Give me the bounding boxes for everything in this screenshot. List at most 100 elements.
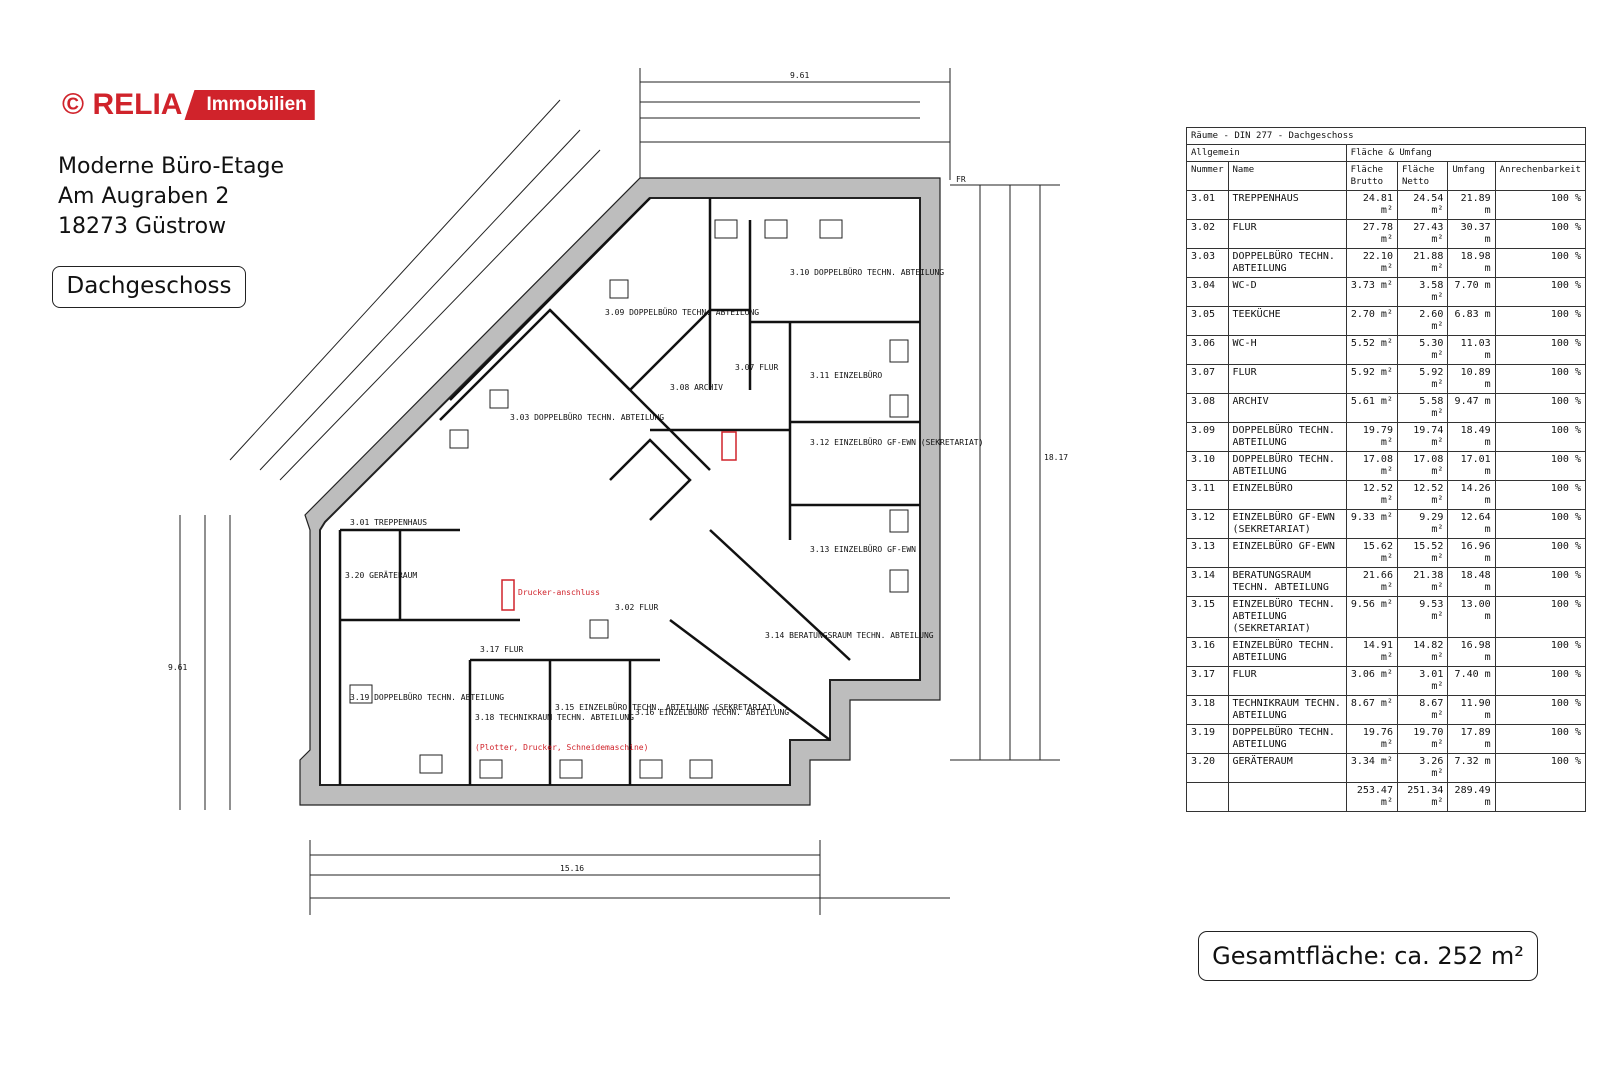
group-area: Fläche & Umfang — [1345, 144, 1587, 162]
creditability: 100 % — [1494, 393, 1587, 423]
address-line-1: Moderne Büro-Etage — [58, 154, 284, 179]
room-label-3.08: 3.08 ARCHIV — [670, 383, 723, 392]
room-number: 3.03 — [1186, 248, 1229, 278]
room-name: DOPPELBÜRO TECHN. ABTEILUNG — [1227, 724, 1347, 754]
room-label-3.03: 3.03 DOPPELBÜRO TECHN. ABTEILUNG — [510, 412, 664, 422]
room-label-3.15: 3.15 EINZELBÜRO TECHN. ABTEILUNG (SEKRET… — [555, 702, 777, 712]
room-label-3.19: 3.19 DOPPELBÜRO TECHN. ABTEILUNG — [350, 692, 504, 702]
creditability: 100 % — [1494, 480, 1587, 510]
room-name: WC-D — [1227, 277, 1347, 307]
room-number: 3.16 — [1186, 637, 1229, 667]
room-name: GERÄTERAUM — [1227, 753, 1347, 783]
perimeter: 16.96 m — [1447, 538, 1496, 568]
area-net: 5.30 m² — [1396, 335, 1449, 365]
creditability: 100 % — [1494, 753, 1587, 783]
room-label-3.09: 3.09 DOPPELBÜRO TECHN. ABTEILUNG — [605, 307, 759, 317]
perimeter: 17.01 m — [1447, 451, 1496, 481]
dim-left: 9.61 — [168, 663, 187, 672]
logo-band: Immobilien — [184, 90, 315, 120]
area-net: 17.08 m² — [1396, 451, 1449, 481]
col-header: Fläche Netto — [1396, 161, 1449, 191]
perimeter: 16.98 m — [1447, 637, 1496, 667]
dim-top: 9.61 — [790, 71, 809, 80]
room-number: 3.02 — [1186, 219, 1229, 249]
area-net: 21.38 m² — [1396, 567, 1449, 597]
group-general: Allgemein — [1186, 144, 1347, 162]
area-gross: 24.81 m² — [1345, 190, 1398, 220]
room-label-3.12: 3.12 EINZELBÜRO GF-EWN (SEKRETARIAT) — [810, 437, 983, 447]
col-header: Nummer — [1186, 161, 1229, 191]
room-label-3.18-note: (Plotter, Drucker, Schneidemaschine) — [475, 743, 648, 752]
perimeter: 11.03 m — [1447, 335, 1496, 365]
area-gross: 21.66 m² — [1345, 567, 1398, 597]
area-gross: 9.33 m² — [1345, 509, 1398, 539]
room-number: 3.11 — [1186, 480, 1229, 510]
room-name: WC-H — [1227, 335, 1347, 365]
perimeter: 14.26 m — [1447, 480, 1496, 510]
room-name: EINZELBÜRO — [1227, 480, 1347, 510]
room-label-3.07: 3.07 FLUR — [735, 363, 779, 372]
room-name: DOPPELBÜRO TECHN. ABTEILUNG — [1227, 422, 1347, 452]
perimeter: 13.00 m — [1447, 596, 1496, 638]
area-gross: 5.92 m² — [1345, 364, 1398, 394]
room-number: 3.06 — [1186, 335, 1229, 365]
room-number: 3.19 — [1186, 724, 1229, 754]
dim-right: 18.17 — [1044, 453, 1068, 462]
creditability: 100 % — [1494, 538, 1587, 568]
area-gross: 17.08 m² — [1345, 451, 1398, 481]
perimeter: 18.49 m — [1447, 422, 1496, 452]
perimeter: 10.89 m — [1447, 364, 1496, 394]
room-label-3.16: 3.16 EINZELBÜRO TECHN. ABTEILUNG — [635, 707, 789, 717]
fire-escape-label: FR — [956, 175, 966, 184]
address-line-3: 18273 Güstrow — [58, 214, 227, 239]
creditability: 100 % — [1494, 509, 1587, 539]
room-label-3.11: 3.11 EINZELBÜRO — [810, 370, 882, 380]
col-header: Name — [1227, 161, 1347, 191]
perimeter: 17.89 m — [1447, 724, 1496, 754]
room-number: 3.07 — [1186, 364, 1229, 394]
table-title: Räume - DIN 277 - Dachgeschoss — [1186, 127, 1586, 145]
totals-row: 253.47 m² 251.34 m² 289.49 m — [1186, 782, 1587, 812]
total-area: Gesamtfläche: ca. 252 m² — [1198, 931, 1538, 981]
room-number: 3.20 — [1186, 753, 1229, 783]
room-number: 3.13 — [1186, 538, 1229, 568]
room-table: Räume - DIN 277 - Dachgeschoss Allgemein… — [1186, 127, 1587, 812]
creditability: 100 % — [1494, 637, 1587, 667]
room-name: BERATUNGSRAUM TECHN. ABTEILUNG — [1227, 567, 1347, 597]
area-net: 15.52 m² — [1396, 538, 1449, 568]
perimeter: 30.37 m — [1447, 219, 1496, 249]
area-gross: 19.76 m² — [1345, 724, 1398, 754]
room-number: 3.14 — [1186, 567, 1229, 597]
room-label-3.13: 3.13 EINZELBÜRO GF-EWN — [810, 544, 916, 554]
room-label-3.10: 3.10 DOPPELBÜRO TECHN. ABTEILUNG — [790, 267, 944, 277]
room-number: 3.15 — [1186, 596, 1229, 638]
area-net: 3.01 m² — [1396, 666, 1449, 696]
perimeter: 12.64 m — [1447, 509, 1496, 539]
area-gross: 5.61 m² — [1345, 393, 1398, 423]
room-name: FLUR — [1227, 219, 1347, 249]
area-gross: 9.56 m² — [1345, 596, 1398, 638]
area-net: 3.26 m² — [1396, 753, 1449, 783]
area-net: 12.52 m² — [1396, 480, 1449, 510]
room-number: 3.04 — [1186, 277, 1229, 307]
area-net: 9.53 m² — [1396, 596, 1449, 638]
area-gross: 19.79 m² — [1345, 422, 1398, 452]
total-net: 251.34 m² — [1396, 782, 1449, 812]
area-gross: 15.62 m² — [1345, 538, 1398, 568]
area-net: 2.60 m² — [1396, 306, 1449, 336]
col-header: Fläche Brutto — [1345, 161, 1398, 191]
room-name: EINZELBÜRO TECHN. ABTEILUNG — [1227, 637, 1347, 667]
room-name: FLUR — [1227, 364, 1347, 394]
area-net: 24.54 m² — [1396, 190, 1449, 220]
room-name: EINZELBÜRO TECHN. ABTEILUNG (SEKRETARIAT… — [1227, 596, 1347, 638]
room-name: TEEKÜCHE — [1227, 306, 1347, 336]
perimeter: 7.70 m — [1447, 277, 1496, 307]
